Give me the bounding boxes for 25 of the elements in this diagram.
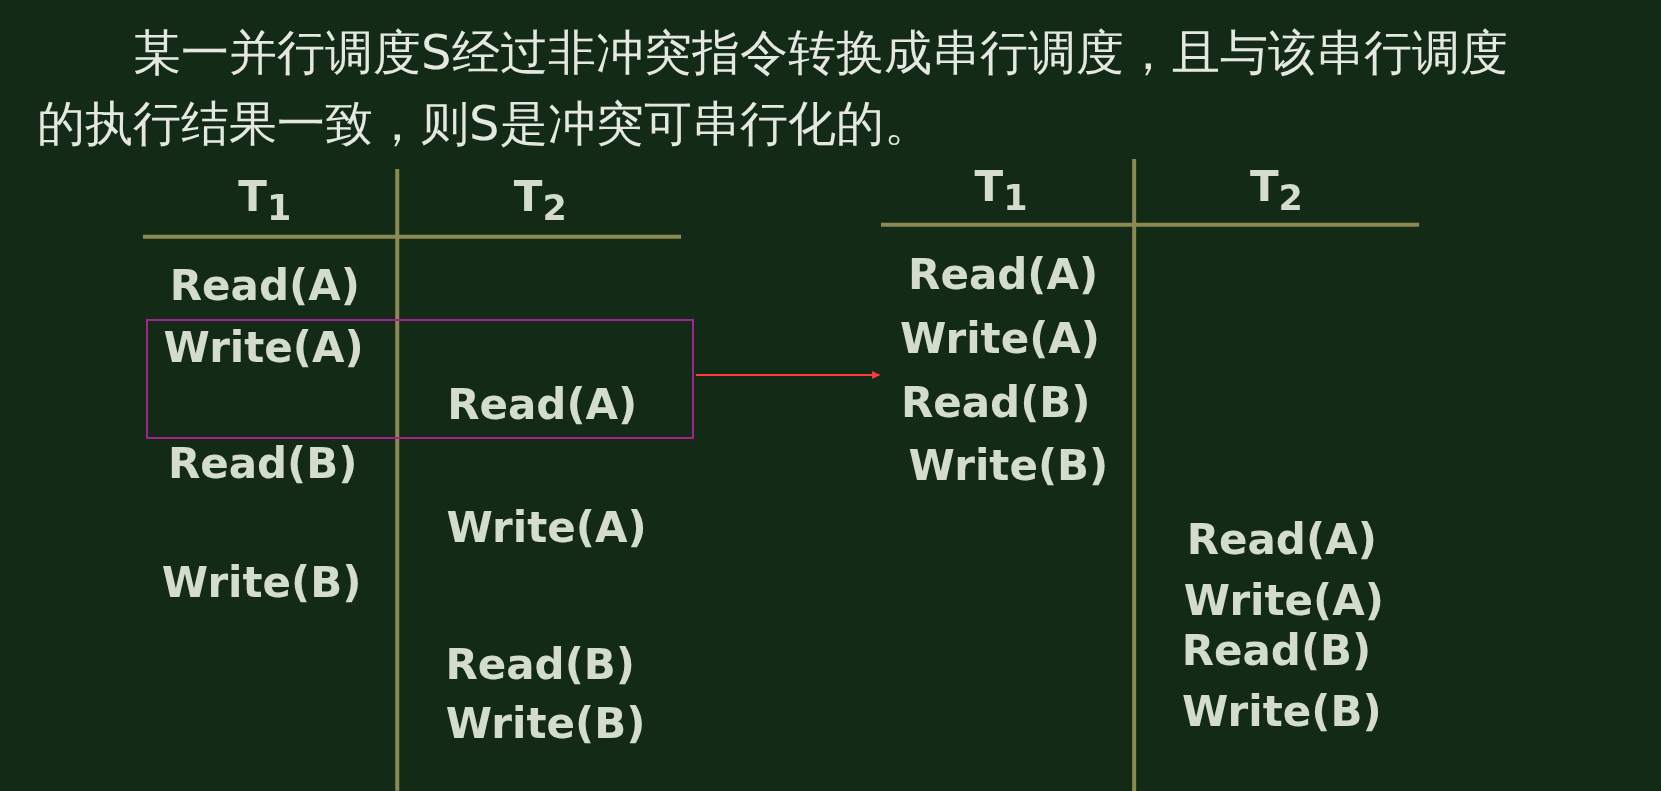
arrow [694,371,881,379]
operation-text: Read(B) [1181,630,1372,673]
operation-text: Write(B) [908,445,1109,488]
operation-text: Write(A) [163,327,364,370]
operation-text: Write(A) [899,317,1101,360]
operation-text: Write(B) [445,702,646,745]
operation-text: Read(B) [900,381,1091,424]
operation-text: Read(B) [167,442,358,485]
operation-text: Read(A) [169,265,360,307]
column-header: T$_{1}$ [238,176,292,227]
column-header: T$_{2}$ [1249,165,1303,216]
operation-text: Read(A) [908,254,1099,297]
column-header: T$_{1}$ [974,165,1028,216]
schedule-table [881,158,1420,791]
operation-text: Read(A) [447,383,638,426]
operation-text: Write(A) [446,506,647,549]
schedule-table [143,169,696,791]
highlight-box [146,318,694,439]
operation-text: Read(A) [1186,519,1377,562]
operation-text: Read(B) [445,644,636,687]
title-text: 某一并行调度S经过非冲突指令转换成串行调度，且与该串行调度的执行结果一致，则S是冲突可串行化的。 [37,22,1509,153]
operation-text: Write(B) [161,561,362,604]
column-header: T$_{2}$ [513,176,567,227]
operation-text: Write(B) [1181,690,1382,733]
operation-text: Write(A) [1183,579,1384,622]
